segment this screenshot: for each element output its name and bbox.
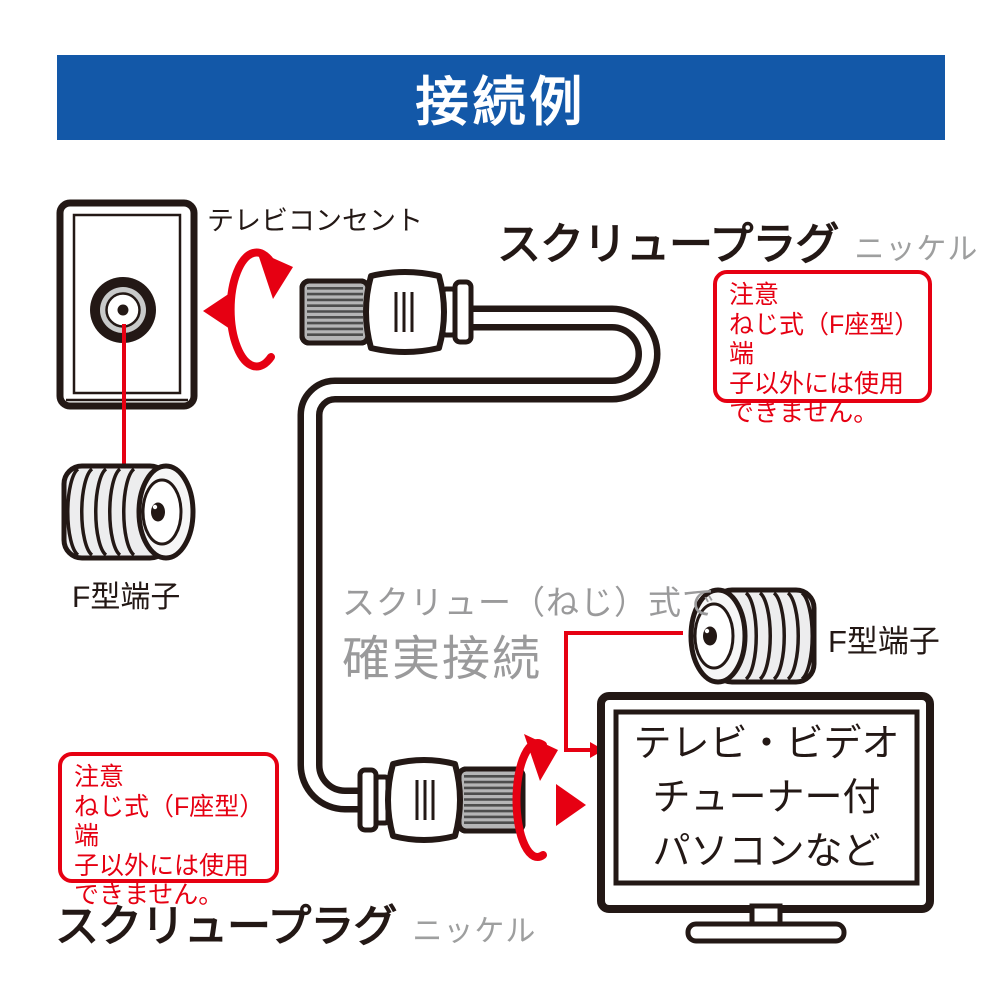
screw-plug-label-bottom: スクリュープラグ ニッケル: [55, 890, 536, 954]
insert-direction-arrow-right-icon: [556, 784, 586, 826]
f-terminal-label-right: F型端子: [828, 624, 940, 659]
screw-plug-bottom: [357, 757, 526, 843]
tv-text-line: テレビ・ビデオ: [633, 723, 900, 765]
secure-connection-line2: 確実接続: [342, 633, 543, 686]
screw-plug-label-top: スクリュープラグ ニッケル: [497, 208, 978, 272]
warning-title: 注意: [74, 763, 125, 791]
screw-plug-top: [299, 269, 474, 355]
tv-text-line: チューナー付: [652, 777, 881, 819]
warning-line: できません。: [74, 881, 224, 909]
coaxial-cable: [297, 305, 661, 813]
warning-line: ねじ式（F座型）端: [74, 792, 265, 851]
insert-direction-arrow-left-icon: [203, 291, 233, 331]
f-terminal-label-left: F型端子: [72, 581, 181, 614]
title-banner: 接続例: [57, 55, 945, 140]
rotate-arrow-top-icon: [226, 248, 293, 371]
tv-monitor: [597, 692, 934, 944]
warning-line: できません。: [729, 399, 879, 427]
nickel-sublabel-bottom: ニッケル: [412, 915, 537, 948]
warning-line: ねじ式（F座型）端: [729, 310, 907, 369]
nickel-sublabel-top: ニッケル: [854, 233, 979, 266]
f-terminal-left: [61, 463, 196, 561]
warning-box-top: 注意 ねじ式（F座型）端 子以外には使用 できません。: [713, 270, 932, 427]
warning-line: 子以外には使用: [729, 369, 905, 398]
tv-outlet-label: テレビコンセント: [207, 206, 423, 236]
page-title: 接続例: [415, 72, 587, 132]
warning-line: 子以外には使用: [74, 851, 250, 880]
f-terminal-right: [688, 587, 817, 685]
tv-text-line: パソコンなど: [652, 831, 881, 873]
screw-plug-name-bottom: スクリュープラグ: [55, 902, 397, 951]
tv-screen-text: テレビ・ビデオ チューナー付 パソコンなど: [616, 713, 917, 883]
screw-plug-name-top: スクリュープラグ: [497, 220, 839, 269]
tv-outlet-plate: [56, 199, 198, 410]
rotate-arrow-bottom-icon: [512, 734, 558, 861]
warning-title: 注意: [729, 281, 780, 309]
warning-box-bottom: 注意 ねじ式（F座型）端 子以外には使用 できません。: [58, 752, 279, 909]
secure-connection-line1: スクリュー（ねじ）式で: [342, 584, 716, 621]
